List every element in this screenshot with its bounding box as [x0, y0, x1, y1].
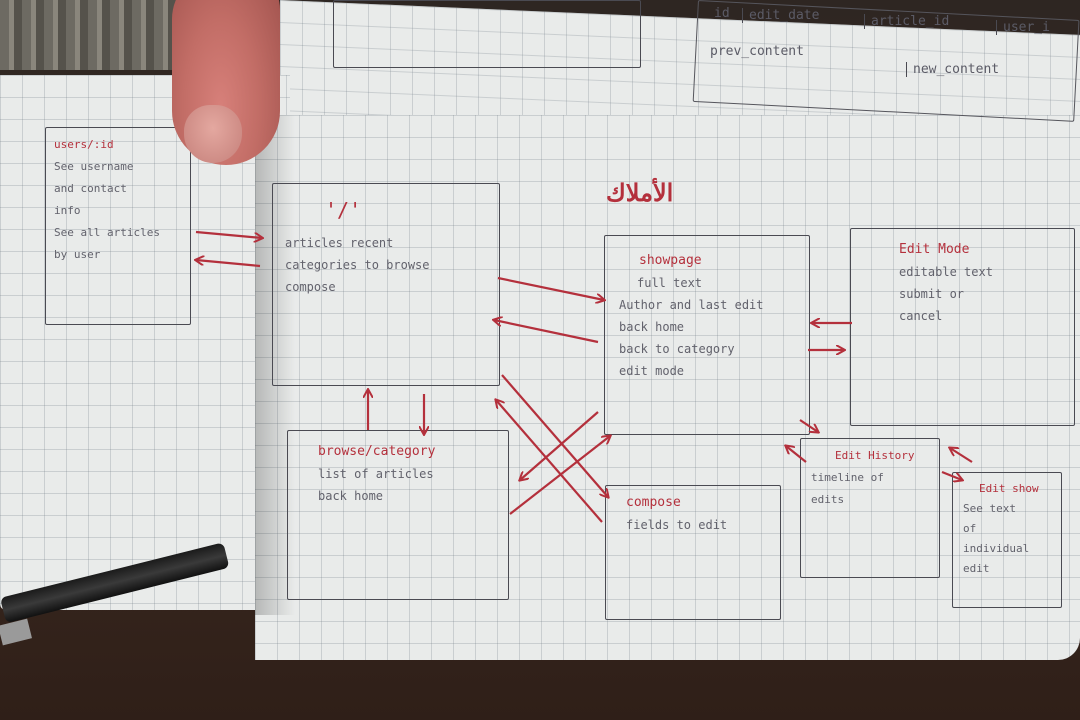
- showpage-box-line: back to category: [619, 342, 735, 356]
- thumbnail: [184, 105, 242, 163]
- users-box-line: and contact: [54, 182, 127, 195]
- edit-mode-box: Edit Mode editable text submit or cancel: [850, 228, 1075, 426]
- home-box-line: compose: [285, 280, 336, 294]
- browse-box-line: back home: [318, 489, 384, 503]
- schema-cell-article-id: article_id: [864, 14, 949, 29]
- schema-cell-user-id: user_i: [996, 20, 1050, 35]
- edit-show-box-title: Edit show: [979, 482, 1039, 495]
- arrow-showpage-to-history: [799, 419, 818, 432]
- users-box-line: See all articles: [54, 226, 160, 239]
- notebook-left-page: [0, 75, 290, 610]
- users-box-title: users/:id: [54, 138, 114, 151]
- showpage-box-line: full text: [637, 276, 703, 290]
- edit-mode-box-line: cancel: [899, 309, 943, 323]
- arrow-showpage-to-home: [494, 320, 599, 344]
- arrow-compose-to-home: [496, 400, 603, 523]
- home-box: '/' articles recent categories to browse…: [272, 183, 500, 386]
- edit-show-box-line: See text: [963, 502, 1016, 515]
- page-fold-shadow: [255, 115, 295, 615]
- edit-show-box-line: edit: [963, 562, 990, 575]
- showpage-box-line: back home: [619, 320, 685, 334]
- browse-category-box: browse/category list of articles back ho…: [287, 430, 509, 600]
- arrow-showpage-to-browse: [520, 411, 599, 480]
- schema-cell-new-content: new_content: [906, 62, 999, 77]
- showpage-box: showpage full text Author and last edit …: [604, 235, 810, 435]
- notebook-main-page: [255, 115, 1080, 660]
- compose-box-line: fields to edit: [626, 518, 728, 532]
- edit-history-box-line: timeline of: [811, 471, 884, 484]
- edit-show-box-line: individual: [963, 542, 1030, 555]
- users-box-line: See username: [54, 160, 134, 173]
- edit-mode-box-line: editable text: [899, 265, 993, 279]
- edit-show-box: Edit show See text of individual edit: [952, 472, 1062, 608]
- background-shelf: [0, 0, 200, 70]
- edit-history-box-line: edits: [811, 493, 845, 506]
- arrow-history-to-editshow: [941, 470, 962, 480]
- diagram-title: الأملاك: [606, 178, 674, 207]
- showpage-box-line: Author and last edit: [619, 298, 764, 312]
- schema-cell-prev-content: prev_content: [710, 44, 804, 59]
- edit-mode-box-title: Edit Mode: [899, 242, 970, 257]
- users-box-line: by user: [54, 248, 101, 261]
- users-box: users/:id See username and contact info …: [45, 127, 191, 325]
- users-box-line: info: [54, 204, 81, 217]
- arrow-home-to-showpage: [497, 276, 604, 300]
- arrow-users-to-home: [195, 230, 262, 238]
- home-box-title: '/': [325, 198, 362, 222]
- edit-show-box-line: of: [963, 522, 977, 535]
- arrow-home-to-users: [196, 260, 261, 268]
- compose-box: compose fields to edit: [605, 485, 781, 620]
- edit-mode-box-line: submit or: [899, 287, 965, 301]
- arrow-browse-to-showpage: [509, 436, 610, 515]
- top-page-box: [333, 0, 641, 68]
- arrow-history-to-showpage: [786, 446, 807, 463]
- arrow-editshow-to-history: [950, 448, 973, 463]
- schema-cell-edit-date: edit_date: [742, 8, 819, 23]
- schema-cell-id: id: [714, 6, 730, 21]
- compose-box-title: compose: [626, 495, 681, 510]
- showpage-box-title: showpage: [639, 253, 702, 268]
- edit-history-box: Edit History timeline of edits: [800, 438, 940, 578]
- edit-history-box-title: Edit History: [835, 449, 915, 462]
- browse-box-title: browse/category: [318, 444, 436, 459]
- home-box-line: categories to browse: [285, 258, 430, 272]
- arrow-home-to-compose: [501, 374, 608, 497]
- showpage-box-line: edit mode: [619, 364, 685, 378]
- browse-box-line: list of articles: [318, 467, 434, 481]
- home-box-line: articles recent: [285, 236, 394, 250]
